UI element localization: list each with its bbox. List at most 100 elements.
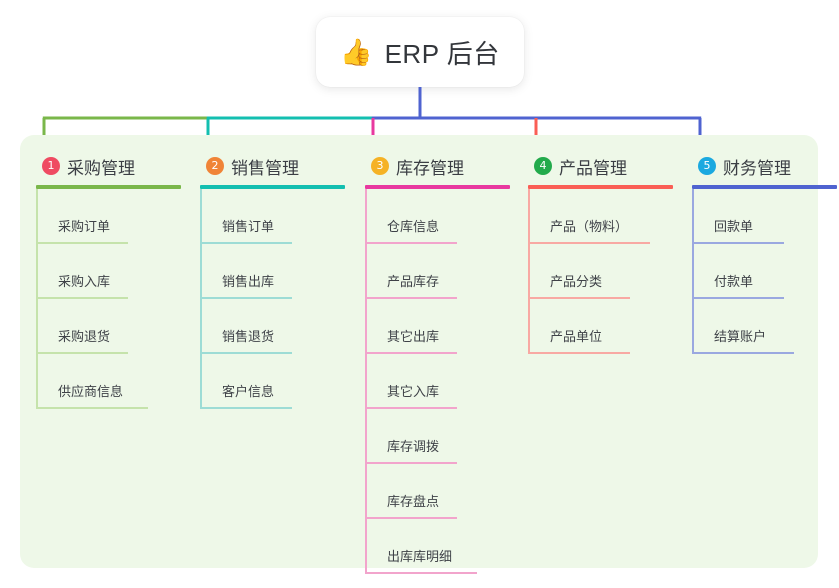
list-item-label: 采购退货 xyxy=(58,329,111,344)
list-item-label: 库存调拨 xyxy=(387,439,440,454)
column-title-3: 库存管理 xyxy=(396,158,464,178)
list-item-label: 其它入库 xyxy=(387,384,440,399)
thumbs-up-icon: 👍 xyxy=(340,37,373,67)
list-item-underline xyxy=(365,462,457,464)
root-node-card[interactable]: 👍 ERP 后台 xyxy=(316,17,524,87)
column-5: 5 财务管理回款单付款单结算账户 xyxy=(692,148,837,354)
root-node-content: 👍 ERP 后台 xyxy=(340,34,500,71)
list-item[interactable]: 出库库明细 xyxy=(365,519,510,574)
column-spine-2 xyxy=(200,189,202,409)
list-item-label: 供应商信息 xyxy=(58,384,124,399)
list-item[interactable]: 供应商信息 xyxy=(36,354,181,409)
column-underline-2 xyxy=(200,185,345,189)
list-item-underline xyxy=(692,297,784,299)
list-item[interactable]: 采购退货 xyxy=(36,299,181,354)
list-item[interactable]: 销售订单 xyxy=(200,189,345,244)
list-item-label: 仓库信息 xyxy=(387,219,440,234)
list-item[interactable]: 销售退货 xyxy=(200,299,345,354)
list-item[interactable]: 库存调拨 xyxy=(365,409,510,464)
list-item-underline xyxy=(200,352,292,354)
column-header-4[interactable]: 4 产品管理 xyxy=(528,148,673,184)
column-items-4: 产品（物料） 产品分类产品单位 xyxy=(528,189,673,354)
list-item-underline xyxy=(36,242,128,244)
column-spine-5 xyxy=(692,189,694,354)
list-item[interactable]: 回款单 xyxy=(692,189,837,244)
column-title-2: 销售管理 xyxy=(231,158,299,178)
column-spine-1 xyxy=(36,189,38,409)
list-item-underline xyxy=(200,407,292,409)
list-item[interactable]: 销售出库 xyxy=(200,244,345,299)
column-badge-2: 2 xyxy=(206,157,224,175)
column-spine-3 xyxy=(365,189,367,574)
list-item[interactable]: 付款单 xyxy=(692,244,837,299)
column-3: 3 库存管理仓库信息产品库存其它出库其它入库库存调拨库存盘点出库库明细 xyxy=(365,148,510,574)
list-item-underline xyxy=(692,242,784,244)
column-underline-1 xyxy=(36,185,181,189)
column-badge-3: 3 xyxy=(371,157,389,175)
column-badge-5: 5 xyxy=(698,157,716,175)
list-item-underline xyxy=(365,297,457,299)
column-header-2[interactable]: 2 销售管理 xyxy=(200,148,345,184)
column-title-5: 财务管理 xyxy=(723,158,791,178)
list-item-label: 付款单 xyxy=(714,274,754,289)
column-2: 2 销售管理销售订单销售出库销售退货客户信息 xyxy=(200,148,345,409)
column-title-4: 产品管理 xyxy=(559,158,627,178)
list-item-label: 销售退货 xyxy=(222,329,275,344)
list-item-label: 客户信息 xyxy=(222,384,275,399)
list-item-underline xyxy=(365,242,457,244)
list-item-underline xyxy=(528,297,630,299)
column-badge-4: 4 xyxy=(534,157,552,175)
list-item[interactable]: 客户信息 xyxy=(200,354,345,409)
list-item-underline xyxy=(200,242,292,244)
list-item[interactable]: 其它出库 xyxy=(365,299,510,354)
column-underline-3 xyxy=(365,185,510,189)
list-item-label: 产品单位 xyxy=(550,329,603,344)
column-underline-4 xyxy=(528,185,673,189)
list-item-label: 回款单 xyxy=(714,219,754,234)
list-item[interactable]: 产品分类 xyxy=(528,244,673,299)
list-item-label: 产品分类 xyxy=(550,274,603,289)
list-item-label: 其它出库 xyxy=(387,329,440,344)
column-header-3[interactable]: 3 库存管理 xyxy=(365,148,510,184)
list-item-label: 采购订单 xyxy=(58,219,111,234)
list-item-underline xyxy=(36,352,128,354)
column-badge-1: 1 xyxy=(42,157,60,175)
column-title-1: 采购管理 xyxy=(67,158,135,178)
column-underline-5 xyxy=(692,185,837,189)
diagram-panel: 1 采购管理采购订单采购入库采购退货供应商信息 2 销售管理销售订单销售出库销售退货客… xyxy=(20,135,837,574)
list-item-underline xyxy=(528,352,630,354)
list-item-underline xyxy=(365,517,457,519)
list-item-underline xyxy=(528,242,650,244)
list-item[interactable]: 库存盘点 xyxy=(365,464,510,519)
column-4: 4 产品管理产品（物料） 产品分类产品单位 xyxy=(528,148,673,354)
list-item[interactable]: 仓库信息 xyxy=(365,189,510,244)
list-item-label: 产品库存 xyxy=(387,274,440,289)
list-item-label: 结算账户 xyxy=(714,329,767,344)
column-1: 1 采购管理采购订单采购入库采购退货供应商信息 xyxy=(36,148,181,409)
list-item[interactable]: 产品库存 xyxy=(365,244,510,299)
list-item-label: 产品（物料） xyxy=(550,219,629,234)
column-items-3: 仓库信息产品库存其它出库其它入库库存调拨库存盘点出库库明细 xyxy=(365,189,510,574)
list-item[interactable]: 产品（物料） xyxy=(528,189,673,244)
column-items-1: 采购订单采购入库采购退货供应商信息 xyxy=(36,189,181,409)
list-item[interactable]: 采购订单 xyxy=(36,189,181,244)
list-item[interactable]: 产品单位 xyxy=(528,299,673,354)
column-items-5: 回款单付款单结算账户 xyxy=(692,189,837,354)
list-item-underline xyxy=(365,352,457,354)
column-items-2: 销售订单销售出库销售退货客户信息 xyxy=(200,189,345,409)
list-item[interactable]: 其它入库 xyxy=(365,354,510,409)
list-item-underline xyxy=(36,407,148,409)
list-item-underline xyxy=(36,297,128,299)
list-item[interactable]: 结算账户 xyxy=(692,299,837,354)
list-item-label: 销售出库 xyxy=(222,274,275,289)
list-item[interactable]: 采购入库 xyxy=(36,244,181,299)
list-item-underline xyxy=(365,572,477,574)
root-node-title: ERP 后台 xyxy=(384,38,500,69)
list-item-label: 出库库明细 xyxy=(387,549,453,564)
list-item-label: 采购入库 xyxy=(58,274,111,289)
column-header-5[interactable]: 5 财务管理 xyxy=(692,148,837,184)
list-item-underline xyxy=(692,352,794,354)
column-header-1[interactable]: 1 采购管理 xyxy=(36,148,181,184)
list-item-label: 销售订单 xyxy=(222,219,275,234)
column-spine-4 xyxy=(528,189,530,354)
